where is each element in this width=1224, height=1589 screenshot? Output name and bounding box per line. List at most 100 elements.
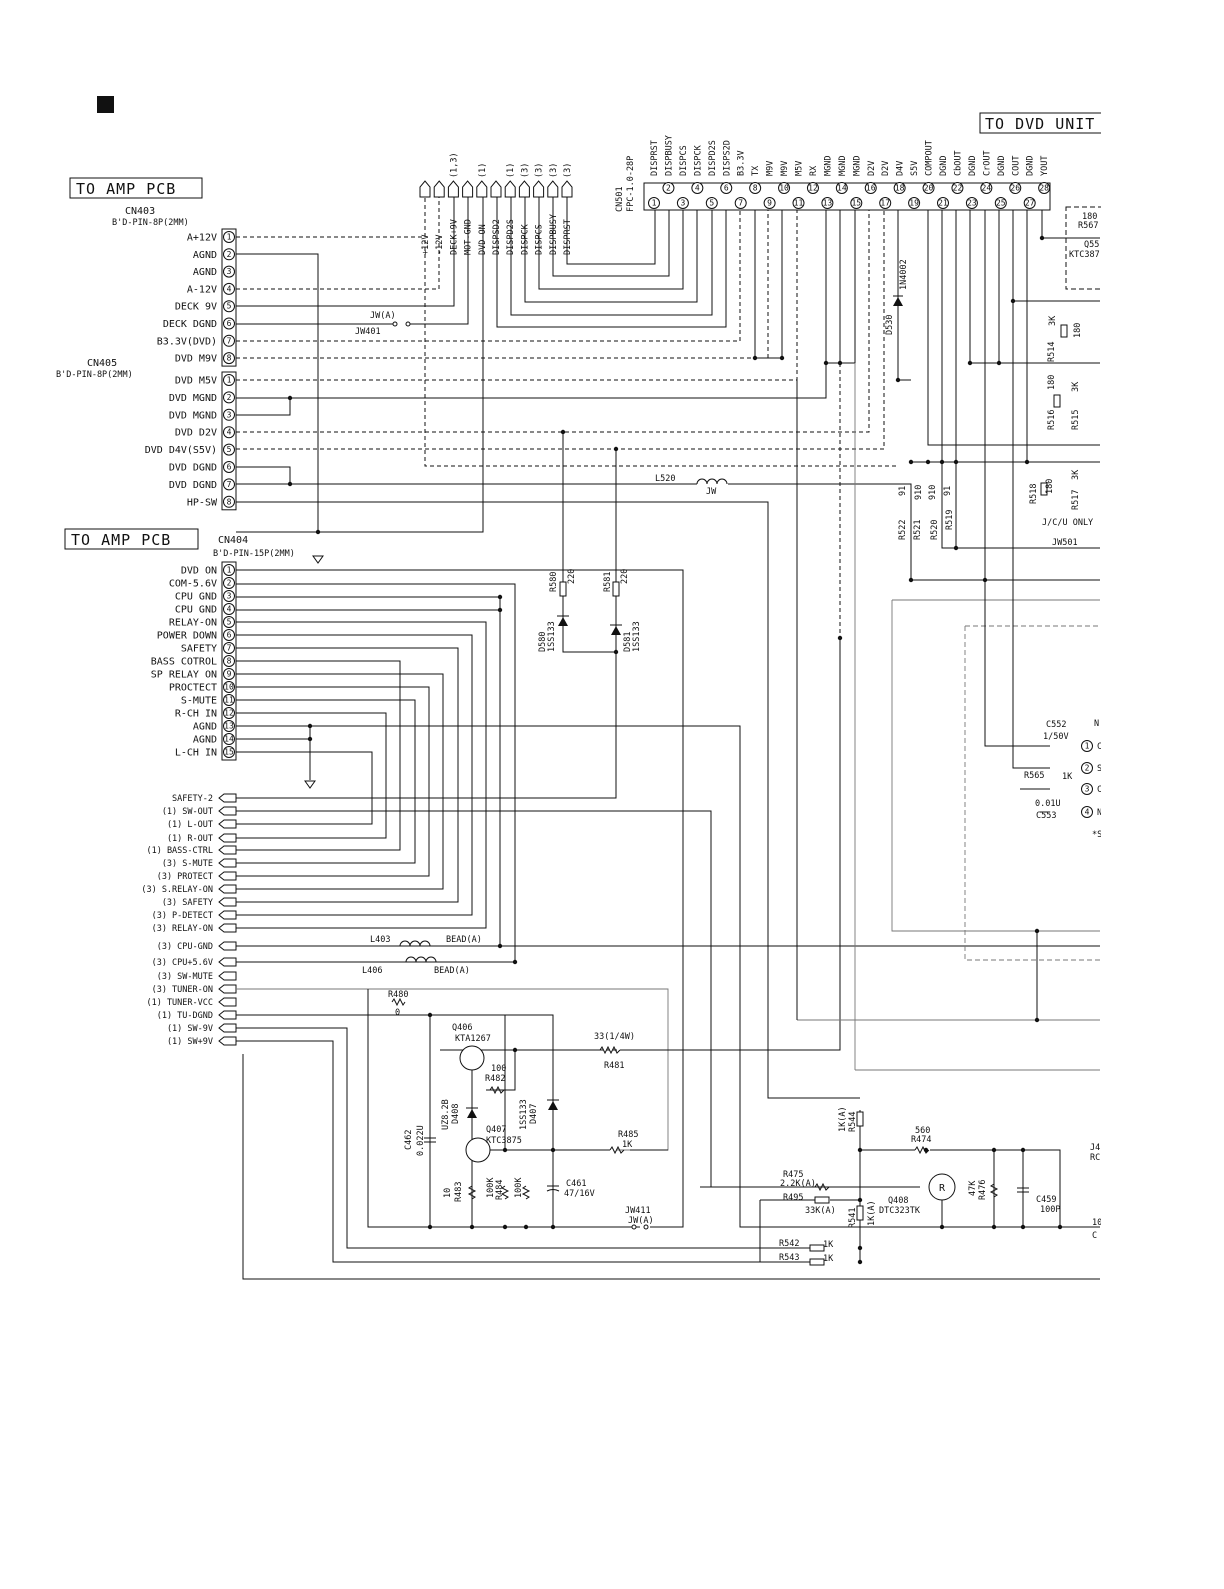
q407-ref: Q407 <box>486 1125 506 1135</box>
top-connector-label: DISPRST <box>563 219 573 255</box>
cn501-ref: CN501 <box>615 186 625 212</box>
cn404-pin-1-icon <box>223 564 235 576</box>
cn404-pin-2-icon <box>223 577 235 589</box>
cn403-title: TO AMP PCB <box>76 180 176 198</box>
top-connector-tag: (1) <box>478 163 488 178</box>
cn403-pin-number: 5 <box>227 302 232 311</box>
top-connector-label: DISPCS <box>535 224 545 255</box>
cn404-ref: CN404 <box>218 535 248 546</box>
r474-value: 560 <box>915 1126 930 1136</box>
cn404-pin-5-icon <box>223 616 235 628</box>
cn404-pin-13-icon <box>223 720 235 732</box>
cn404-type: B'D-PIN-15P(2MM) <box>213 549 295 559</box>
j4-ref: J4 <box>1090 1143 1100 1153</box>
signal-tag-label: (1) L-OUT <box>167 820 213 830</box>
cn405-pin-label: DVD D2V <box>175 428 217 439</box>
q408-value: DTC323TK <box>879 1206 921 1216</box>
r519-value: 91 <box>943 486 953 496</box>
top-connector-icon <box>490 180 502 198</box>
junction-dot <box>469 1224 475 1230</box>
signal-tag-icon <box>218 997 237 1007</box>
junction-dot <box>497 607 503 613</box>
top-connector-tag: (3) <box>535 163 545 178</box>
cn501-pin-number: 26 <box>1010 184 1020 193</box>
top-connector-icon <box>447 180 459 198</box>
cn501-pin-label: COMPOUT <box>925 140 935 176</box>
cn501-pin-24-icon <box>980 182 993 194</box>
d408-value: UZ8.2B <box>441 1099 451 1130</box>
cn405-pin-label: DVD D4V(S5V) <box>145 445 217 456</box>
c459-value: 100P <box>1040 1205 1060 1215</box>
cn501-pin-label: DISPS2D <box>722 140 732 176</box>
junction-dot <box>560 429 566 435</box>
cn403-pin-label: DVD M9V <box>175 354 217 365</box>
cn501-pin-label: M9V <box>780 161 790 176</box>
partial-pin-label: C <box>1097 785 1102 795</box>
cn501-pin-number: 16 <box>866 184 876 193</box>
r521-value: 910 <box>914 485 924 500</box>
section-marker-icon <box>97 96 114 113</box>
cn501-pin-number: 28 <box>1039 184 1049 193</box>
cn501-pin-1-icon <box>648 197 660 209</box>
l520-ref: L520 <box>655 474 675 484</box>
cn501-pin-16-icon <box>864 182 877 194</box>
cn403-pin-number: 7 <box>227 336 232 345</box>
cn501-pin-label: COUT <box>1011 156 1021 176</box>
signal-tag-icon <box>218 923 237 933</box>
d530-ref: D530 <box>885 315 895 335</box>
jw501-value: J/C/U ONLY <box>1042 518 1093 528</box>
r514-value: 3K <box>1048 315 1058 326</box>
r522-value: 91 <box>898 486 908 496</box>
cn501-pin-number: 12 <box>808 184 818 193</box>
cn403-pin-label: AGND <box>193 250 217 261</box>
r495-value: 33K(A) <box>805 1206 836 1216</box>
cn501-pin-label: DISPCS <box>679 145 689 176</box>
partial-pin-icon <box>1081 806 1093 818</box>
junction-dot <box>613 649 619 655</box>
r475-ref: R475 <box>783 1170 803 1180</box>
cn405-body <box>221 371 237 511</box>
signal-tag-icon <box>218 806 237 816</box>
cn501-pin-18-icon <box>893 182 906 194</box>
cn403-pin-1-icon <box>223 231 235 243</box>
cn501-pin-number: 4 <box>695 184 700 193</box>
cn405-pin-7-icon <box>223 478 235 491</box>
cn501-pin-2-icon <box>662 182 675 194</box>
top-connector-tag: (3) <box>549 163 559 178</box>
c459-ref: C459 <box>1036 1195 1056 1205</box>
cn501-pin-number: 3 <box>680 199 685 208</box>
top-connector-icon <box>419 180 431 198</box>
signal-tag-label: (1) SW-9V <box>167 1024 213 1034</box>
signal-tag-label: (3) CPU+5.6V <box>152 958 213 968</box>
cn403-pin-number: 1 <box>227 233 232 242</box>
cn405-pin-5-icon <box>223 443 235 456</box>
cn501-pin-20-icon <box>922 182 935 194</box>
r518-value: 180 <box>1045 479 1055 494</box>
junction-dot <box>512 959 518 965</box>
cn501-pin-number: 21 <box>938 199 948 208</box>
signal-tag-label: (3) S.RELAY-ON <box>141 885 213 895</box>
r476-ref: R476 <box>978 1180 988 1200</box>
signal-tag-icon <box>218 858 237 868</box>
cn405-pin-number: 2 <box>227 393 232 402</box>
cn501-pin-label: MGND <box>852 156 862 176</box>
cn403-pin-number: 3 <box>227 267 232 276</box>
r474-ref: R474 <box>911 1135 931 1145</box>
r541-value: 1K(A) <box>867 1200 877 1226</box>
signal-tag-icon <box>218 957 237 967</box>
l406-ref: L406 <box>362 966 382 976</box>
cn501-pin-label: B3.3V <box>737 150 747 176</box>
cn404-pin-12-icon <box>223 707 235 719</box>
r542-value: 1K <box>823 1240 834 1250</box>
signal-tag-label: (3) SAFETY <box>162 898 213 908</box>
cn501-pin-number: 8 <box>753 184 758 193</box>
d580-value: 1SS133 <box>547 621 557 652</box>
r581-ref: R581 <box>603 572 613 592</box>
cn501-pin-label: M9V <box>766 161 776 176</box>
cn501-pin-4-icon <box>691 182 704 194</box>
junction-dot <box>550 1224 556 1230</box>
cn501-pin-27-icon <box>1023 197 1036 209</box>
cn405-pin-number: 3 <box>227 410 232 419</box>
cn404-title: TO AMP PCB <box>71 531 171 549</box>
q55-value: KTC387 <box>1069 250 1100 260</box>
